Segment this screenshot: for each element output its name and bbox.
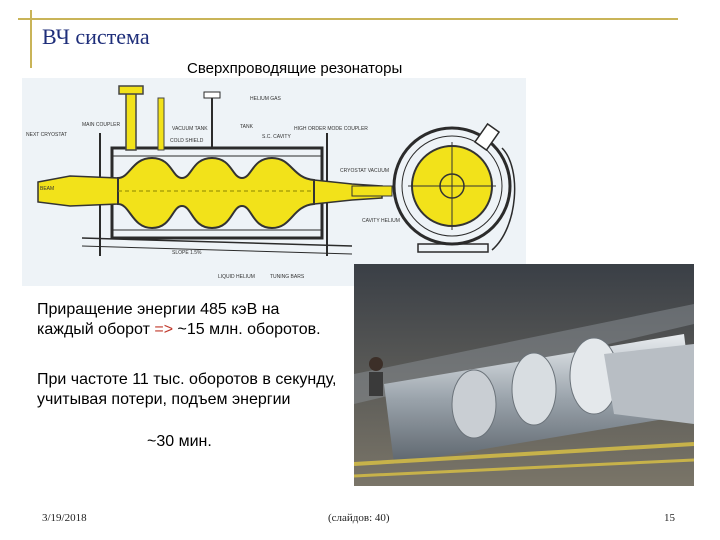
ramp-time: ~30 мин.	[147, 433, 212, 450]
cryostat-diagram: HELIUM GAS MAIN COUPLER VACUUM TANK TANK…	[22, 78, 526, 286]
top-rule	[18, 18, 678, 20]
slide-subtitle: Сверхпроводящие резонаторы	[187, 60, 403, 77]
slide-title: ВЧ система	[42, 24, 150, 49]
line2-prefix: каждый оборот	[37, 321, 155, 338]
label-tuning-bars: TUNING BARS	[270, 274, 305, 280]
left-rule	[30, 10, 32, 68]
footer-date: 3/19/2018	[42, 512, 87, 524]
footer-page-number: 15	[664, 512, 675, 524]
label-sc-cavity: S.C. CAVITY	[262, 134, 291, 140]
label-liquid-helium: LIQUID HELIUM	[218, 274, 255, 280]
line2-suffix: ~15 млн. оборотов.	[173, 321, 321, 338]
energy-gain-line-2: каждый оборот => ~15 млн. оборотов.	[37, 320, 321, 340]
label-main-coupler: MAIN COUPLER	[82, 122, 121, 128]
frequency-line-2: учитывая потери, подъем энергии	[37, 391, 291, 408]
footer-slide-count: (слайдов: 40)	[328, 512, 390, 524]
label-cryostat-vacuum: CRYOSTAT VACUUM	[340, 168, 389, 174]
label-slope: SLOPE 1.5%	[172, 250, 202, 256]
label-hom-coupler: HIGH ORDER MODE COUPLER	[294, 126, 368, 132]
label-tank: TANK	[240, 124, 253, 130]
cavity-photo	[354, 264, 694, 486]
energy-gain-line-1: Приращение энергии 485 кэВ на	[37, 301, 280, 318]
implies-arrow: =>	[154, 321, 174, 338]
label-cavity-helium: CAVITY HELIUM	[362, 218, 400, 224]
label-next-cryostat: NEXT CRYOSTAT	[26, 132, 68, 138]
label-beam: BEAM	[40, 186, 55, 192]
label-cold-shield: COLD SHIELD	[170, 138, 204, 144]
label-helium-gas: HELIUM GAS	[250, 96, 281, 102]
label-vacuum-tank: VACUUM TANK	[172, 126, 208, 132]
cavity-photo-illustration	[354, 264, 694, 486]
cryostat-drawing	[22, 78, 526, 286]
frequency-line-1: При частоте 11 тыс. оборотов в секунду,	[37, 371, 337, 388]
